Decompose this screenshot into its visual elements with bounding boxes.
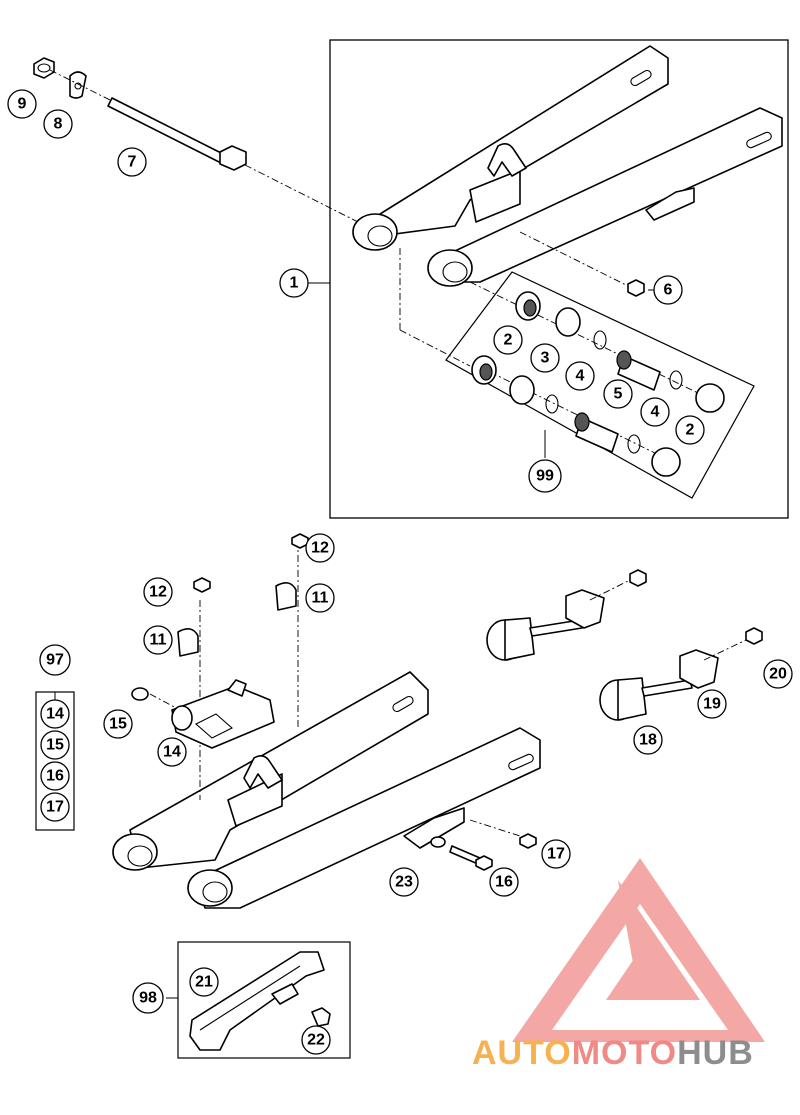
callout-1: 1 [279, 268, 309, 298]
callout-17: 17 [541, 839, 571, 869]
swingarm-detail-frame [329, 39, 789, 519]
callout-label: 11 [312, 590, 329, 607]
callout-8: 8 [43, 109, 73, 139]
callout-97-17: 17 [40, 792, 70, 822]
callout-label: 5 [614, 386, 623, 403]
callout-97-14: 14 [40, 699, 70, 729]
callout-label: 20 [769, 666, 787, 683]
fasteners-left [131, 533, 537, 871]
callout-97-16: 16 [40, 761, 70, 791]
callout-23: 23 [389, 867, 419, 897]
callout-11-left: 11 [143, 625, 173, 655]
callout-97: 97 [39, 644, 71, 676]
callout-12-top: 12 [305, 533, 335, 563]
swingarm-bottom [112, 540, 541, 909]
callout-label: 4 [651, 404, 660, 421]
callout-label: 12 [149, 584, 167, 601]
callout-label: 16 [495, 874, 513, 891]
callout-20: 20 [763, 659, 793, 689]
callout-15: 15 [103, 709, 133, 739]
callout-4-bottom: 4 [640, 397, 670, 427]
chain-adjusters [486, 569, 763, 721]
callout-label: 14 [46, 706, 64, 723]
bearing-kit [399, 248, 755, 499]
callout-label: 15 [46, 737, 64, 754]
callout-2-bottom: 2 [675, 415, 705, 445]
callout-label: 17 [547, 846, 565, 863]
callout-6: 6 [653, 275, 683, 305]
callout-label: 23 [395, 874, 413, 891]
callout-12-left: 12 [143, 577, 173, 607]
callout-9: 9 [7, 89, 37, 119]
callout-label: 99 [536, 468, 554, 485]
callout-14: 14 [157, 737, 187, 767]
callout-19: 19 [697, 689, 727, 719]
callout-label: 7 [128, 154, 137, 171]
callout-label: 9 [18, 96, 27, 113]
automotohub-logo [512, 858, 765, 1042]
chain-guide [171, 679, 275, 749]
watermark-text: AUTOMOTOHUB [472, 1034, 754, 1072]
callout-22: 22 [301, 1025, 331, 1055]
swingarm-top [352, 45, 783, 297]
callout-label: 3 [541, 350, 550, 367]
callout-label: 4 [576, 368, 585, 385]
watermark-auto: AUTO [472, 1034, 572, 1072]
callout-4-top: 4 [565, 361, 595, 391]
callout-2-top: 2 [493, 325, 523, 355]
kit-98 [166, 941, 351, 1059]
callout-label: 97 [46, 652, 64, 669]
callout-label: 17 [46, 799, 64, 816]
callout-label: 2 [504, 332, 513, 349]
callout-label: 14 [163, 744, 181, 761]
callout-label: 16 [46, 768, 64, 785]
callout-5: 5 [603, 379, 633, 409]
callout-label: 6 [664, 282, 673, 299]
callout-99: 99 [528, 459, 562, 493]
watermark-hub: HUB [677, 1034, 754, 1072]
callout-label: 21 [195, 974, 213, 991]
callout-16: 16 [489, 867, 519, 897]
callout-label: 98 [139, 990, 157, 1007]
axle-assembly [33, 57, 359, 223]
callout-label: 8 [54, 116, 63, 133]
callout-label: 15 [109, 716, 127, 733]
watermark-moto: MOTO [572, 1034, 677, 1072]
callout-label: 12 [311, 540, 329, 557]
callout-label: 2 [686, 422, 695, 439]
callout-98: 98 [132, 982, 164, 1014]
callout-label: 18 [639, 732, 657, 749]
callout-21: 21 [189, 967, 219, 997]
callout-11-right: 11 [305, 583, 335, 613]
callout-label: 11 [150, 632, 167, 649]
callout-label: 1 [290, 275, 299, 292]
callout-label: 19 [703, 696, 721, 713]
callout-18: 18 [633, 725, 663, 755]
callout-97-15: 15 [40, 730, 70, 760]
callout-label: 22 [307, 1032, 325, 1049]
callout-7: 7 [117, 147, 147, 177]
callout-3: 3 [530, 343, 560, 373]
